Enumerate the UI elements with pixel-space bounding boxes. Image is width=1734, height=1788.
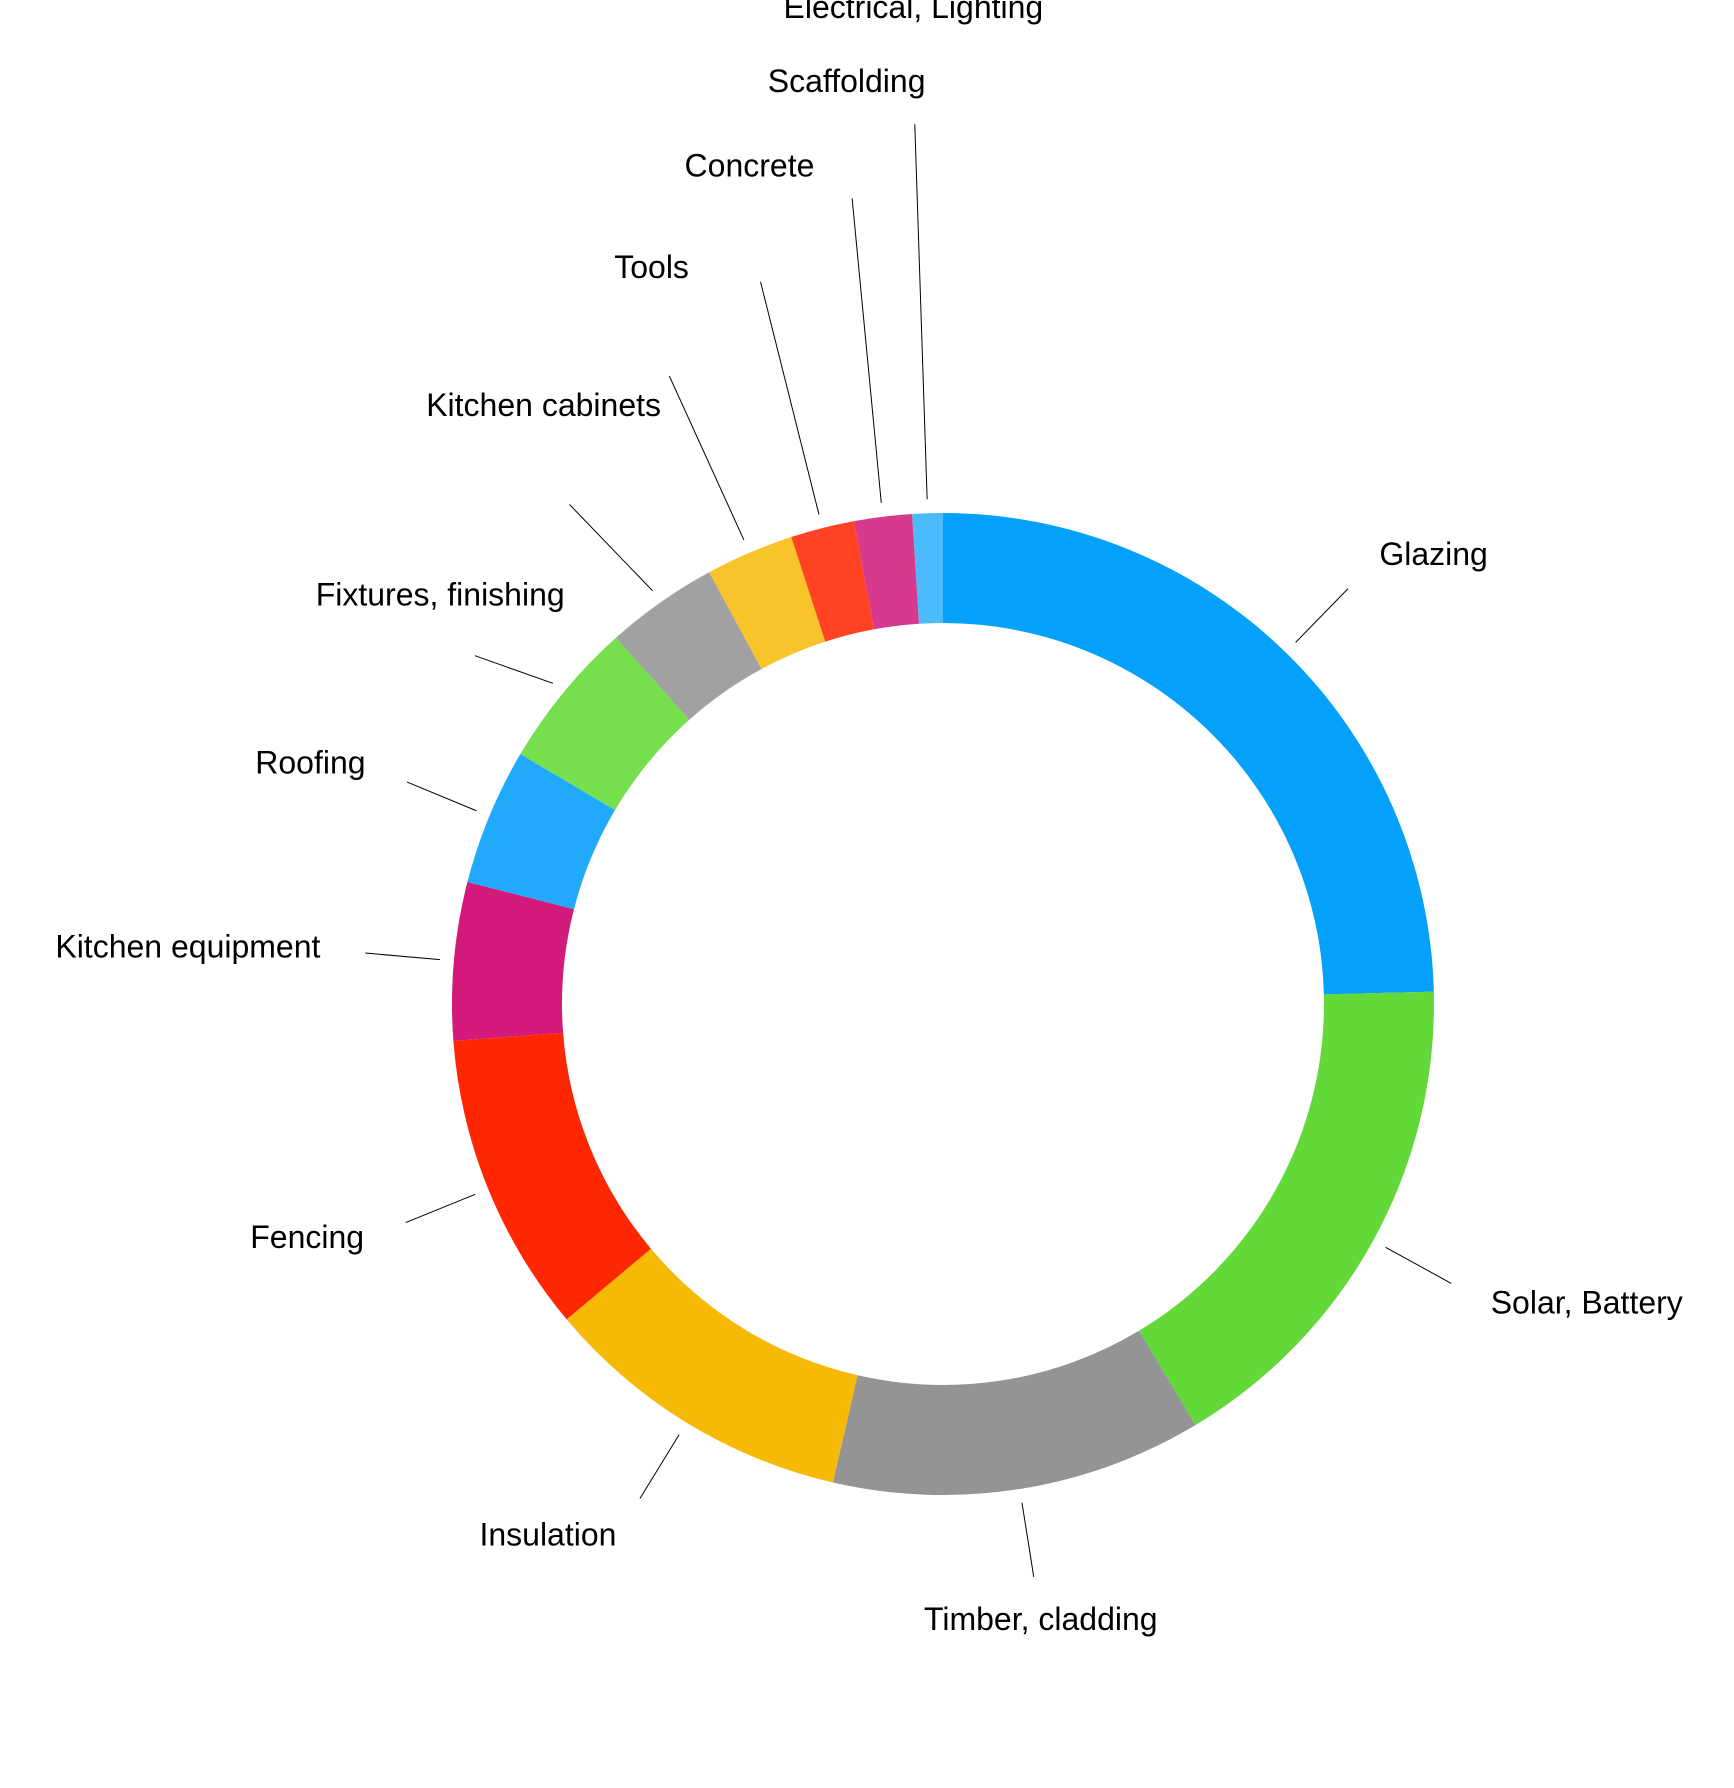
label-timber-cladding: Timber, cladding: [924, 1601, 1158, 1637]
slice-tools: [709, 537, 826, 669]
leader-lines-layer: [365, 124, 1452, 1577]
label-scaffolding: Scaffolding: [768, 63, 926, 99]
slice-glazing: [943, 513, 1434, 995]
slice-insulation: [566, 1248, 858, 1483]
slices-layer: [452, 513, 1434, 1496]
label-roofing: Roofing: [255, 744, 365, 780]
leader-line-kitchen-cabinets: [569, 504, 653, 592]
label-tools: Tools: [614, 249, 689, 285]
leader-line-glazing: [1295, 588, 1349, 643]
leader-line-kitchen-equipment: [365, 952, 440, 961]
label-kitchen-equipment: Kitchen equipment: [55, 929, 320, 965]
slice-fixtures-finishing: [520, 637, 690, 811]
label-glazing: Glazing: [1379, 536, 1488, 572]
label-insulation: Insulation: [479, 1516, 616, 1552]
leader-line-concrete: [760, 281, 820, 515]
label-kitchen-cabinets: Kitchen cabinets: [426, 387, 661, 423]
label-fencing: Fencing: [250, 1219, 364, 1255]
leader-line-roofing: [406, 781, 477, 812]
slice-fencing: [453, 1032, 651, 1320]
slice-timber-cladding: [832, 1330, 1196, 1496]
slice-kitchen-cabinets: [615, 572, 762, 720]
leader-line-scaffolding: [851, 198, 882, 503]
slice-roofing: [467, 754, 616, 910]
leader-line-solar-battery: [1385, 1246, 1452, 1284]
leader-line-insulation: [639, 1434, 680, 1499]
label-concrete: Concrete: [685, 148, 815, 184]
leader-line-fencing: [405, 1193, 476, 1224]
slice-scaffolding: [854, 513, 920, 630]
slice-electrical-lighting: [912, 513, 943, 624]
leader-line-electrical-lighting: [914, 124, 928, 500]
leader-line-tools: [668, 375, 745, 541]
slice-solar-battery: [1139, 991, 1434, 1426]
label-electrical-lighting: Electrical, Lighting: [784, 0, 1044, 25]
slice-concrete: [791, 521, 874, 642]
label-fixtures-finishing: Fixtures, finishing: [316, 577, 565, 613]
leader-line-fixtures-finishing: [474, 655, 554, 684]
label-solar-battery: Solar, Battery: [1491, 1285, 1683, 1321]
leader-line-timber-cladding: [1021, 1502, 1035, 1577]
slice-kitchen-equipment: [452, 881, 574, 1041]
